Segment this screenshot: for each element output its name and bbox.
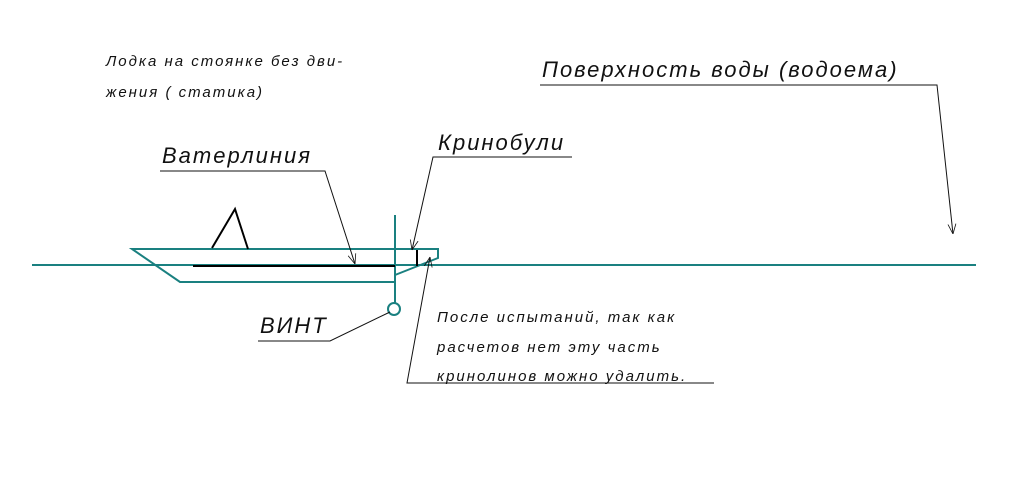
status-note-line1: Лодка на стоянке без дви- [105,53,344,70]
leader-propeller [258,311,391,342]
remark-line1: После испытаний, так как [437,309,676,326]
label-propeller: ВИНТ [260,313,328,338]
leader-remark [406,257,714,384]
status-note-line2: жения ( статика) [105,84,264,101]
label-crinobuli: Кринобули [438,130,565,155]
remark-line2: расчетов нет эту часть [436,339,662,356]
leader-waterline [160,170,355,264]
label-waterline: Ватерлиния [162,143,312,168]
label-water-surface: Поверхность воды (водоема) [542,57,899,82]
remark-line3: кринолинов можно удалить. [437,368,687,385]
leader-crinobuli [412,156,572,250]
propeller-icon [387,302,401,316]
boat [128,206,439,316]
mast-triangle [211,206,249,250]
leader-water-surface [540,84,953,234]
